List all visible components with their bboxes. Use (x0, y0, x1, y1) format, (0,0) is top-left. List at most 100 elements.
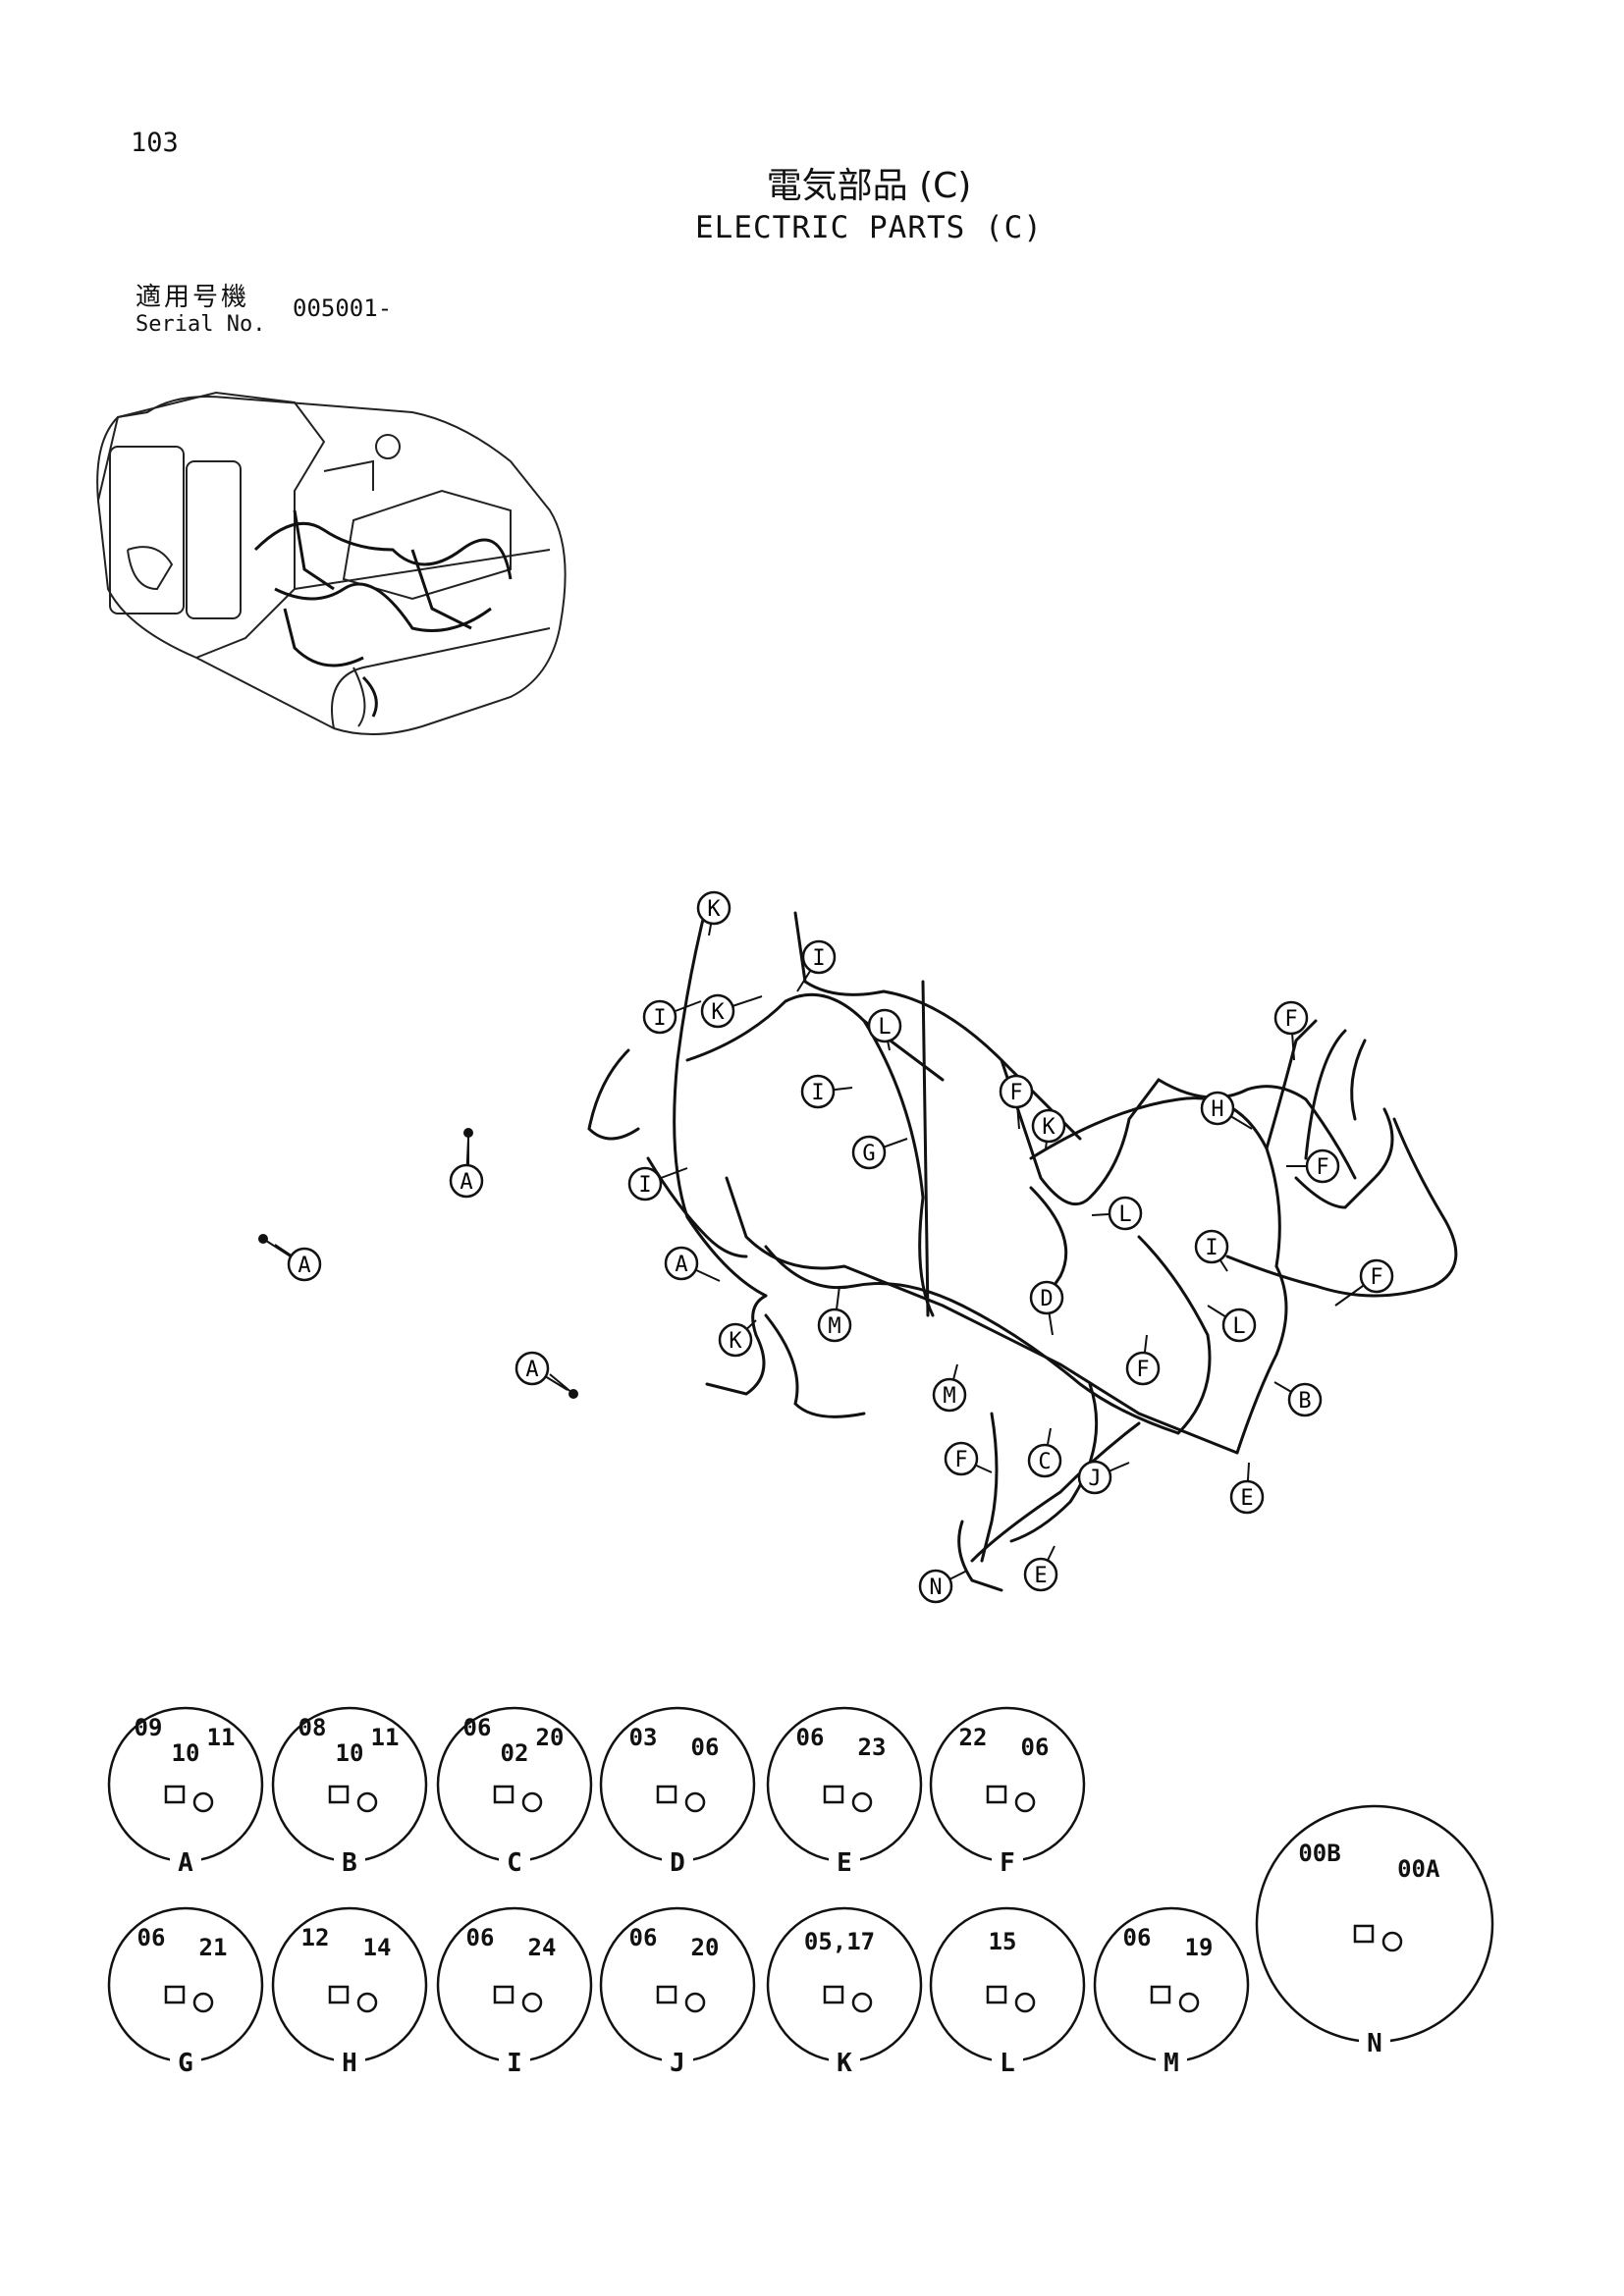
callout-i: I (642, 999, 702, 1035)
part-number: 06 (691, 1734, 720, 1761)
callout-letter: F (1370, 1265, 1382, 1290)
part-number: 00B (1298, 1840, 1340, 1867)
detail-letter: L (1000, 2049, 1015, 2078)
hardware-sketch (164, 1785, 186, 1804)
callout-f: F (944, 1441, 993, 1476)
hardware-sketch (493, 1985, 514, 2004)
part-number: 10 (336, 1739, 364, 1767)
detail-letter: E (837, 1848, 852, 1878)
callout-e: E (1229, 1462, 1265, 1515)
callout-letter: D (1040, 1287, 1053, 1311)
callout-letter: M (828, 1314, 840, 1339)
hardware-sketch (656, 1985, 677, 2004)
detail-n: N 00B 00A (1255, 1804, 1494, 2058)
part-number: 06 (1021, 1734, 1050, 1761)
hardware-sketch (823, 1985, 844, 2004)
part-number: 20 (536, 1724, 565, 1751)
hardware-sketch (164, 1985, 186, 2004)
callout-n: N (918, 1569, 968, 1604)
callout-l: L (1207, 1305, 1257, 1343)
part-number: 02 (501, 1739, 529, 1767)
callout-k: K (696, 890, 731, 936)
hardware-sketch (656, 1785, 677, 1804)
part-number: 10 (172, 1739, 200, 1767)
callout-f: F (1125, 1334, 1161, 1386)
callout-letter: K (729, 1329, 742, 1354)
part-number: 06 (629, 1924, 658, 1951)
detail-l: L15 (929, 1906, 1086, 2078)
part-number: 23 (858, 1734, 887, 1761)
part-number: 21 (199, 1934, 228, 1961)
callout-m: M (932, 1363, 967, 1413)
page-number: 103 (131, 128, 179, 158)
callout-f: F (1273, 1000, 1309, 1061)
callout-i: I (800, 1074, 853, 1109)
callout-a: A (449, 1138, 484, 1199)
callout-g: G (851, 1135, 908, 1170)
callout-h: H (1200, 1091, 1253, 1130)
detail-letter: A (178, 1848, 193, 1878)
callout-letter: K (707, 897, 721, 922)
callout-f: F (1286, 1148, 1340, 1184)
detail-letter: H (342, 2049, 357, 2078)
callout-i: I (627, 1166, 688, 1201)
callout-letter: A (460, 1170, 472, 1195)
callout-letter: L (1232, 1314, 1245, 1339)
callout-letter: E (1034, 1564, 1047, 1588)
detail-letter: M (1164, 2049, 1179, 2078)
callout-letter: A (298, 1254, 310, 1278)
callout-k: K (1031, 1108, 1066, 1149)
callout-i: I (1194, 1229, 1229, 1272)
part-number: 20 (691, 1934, 720, 1961)
part-number: 06 (1123, 1924, 1152, 1951)
detail-e: E 06 23 (766, 1706, 923, 1878)
callout-letter: I (638, 1173, 651, 1198)
callout-letter: K (1042, 1115, 1056, 1140)
callout-letter: I (812, 946, 825, 971)
detail-letter: K (837, 2049, 852, 2078)
part-number: 19 (1185, 1934, 1214, 1961)
callout-c: C (1027, 1427, 1062, 1478)
part-number: 00A (1397, 1855, 1440, 1883)
callout-letter: F (1316, 1155, 1328, 1180)
part-number: 09 (135, 1714, 163, 1741)
callout-l: L (1091, 1196, 1143, 1231)
callout-letter: L (1118, 1202, 1131, 1227)
part-number: 14 (363, 1934, 392, 1961)
callout-letter: L (878, 1015, 891, 1040)
serial-label-japanese: 適用号機 (135, 283, 250, 312)
part-number: 08 (298, 1714, 327, 1741)
callout-letter: A (525, 1358, 538, 1382)
part-number: 06 (796, 1724, 825, 1751)
callout-letter: F (1136, 1358, 1149, 1382)
part-number: 06 (466, 1924, 495, 1951)
hardware-sketch (328, 1785, 350, 1804)
hardware-sketch (823, 1785, 844, 1804)
hardware-sketch (986, 1985, 1007, 2004)
detail-letter: F (1000, 1848, 1015, 1878)
detail-letter: J (670, 2049, 685, 2078)
part-number: 24 (528, 1934, 557, 1961)
callout-letter: C (1038, 1450, 1051, 1474)
part-number: 03 (629, 1724, 658, 1751)
part-number: 22 (959, 1724, 988, 1751)
page-title-english: ELECTRIC PARTS (C) (695, 210, 1043, 245)
part-number: 06 (463, 1714, 492, 1741)
callout-m: M (817, 1285, 852, 1343)
callout-d: D (1029, 1280, 1064, 1336)
callout-k: K (718, 1319, 757, 1358)
callout-letter: N (929, 1575, 942, 1600)
detail-m: M 06 19 (1093, 1906, 1250, 2078)
detail-letter: N (1367, 2029, 1382, 2058)
overview-harness-lines (253, 509, 513, 718)
part-number: 05,17 (804, 1928, 875, 1955)
callout-i: I (796, 939, 837, 992)
